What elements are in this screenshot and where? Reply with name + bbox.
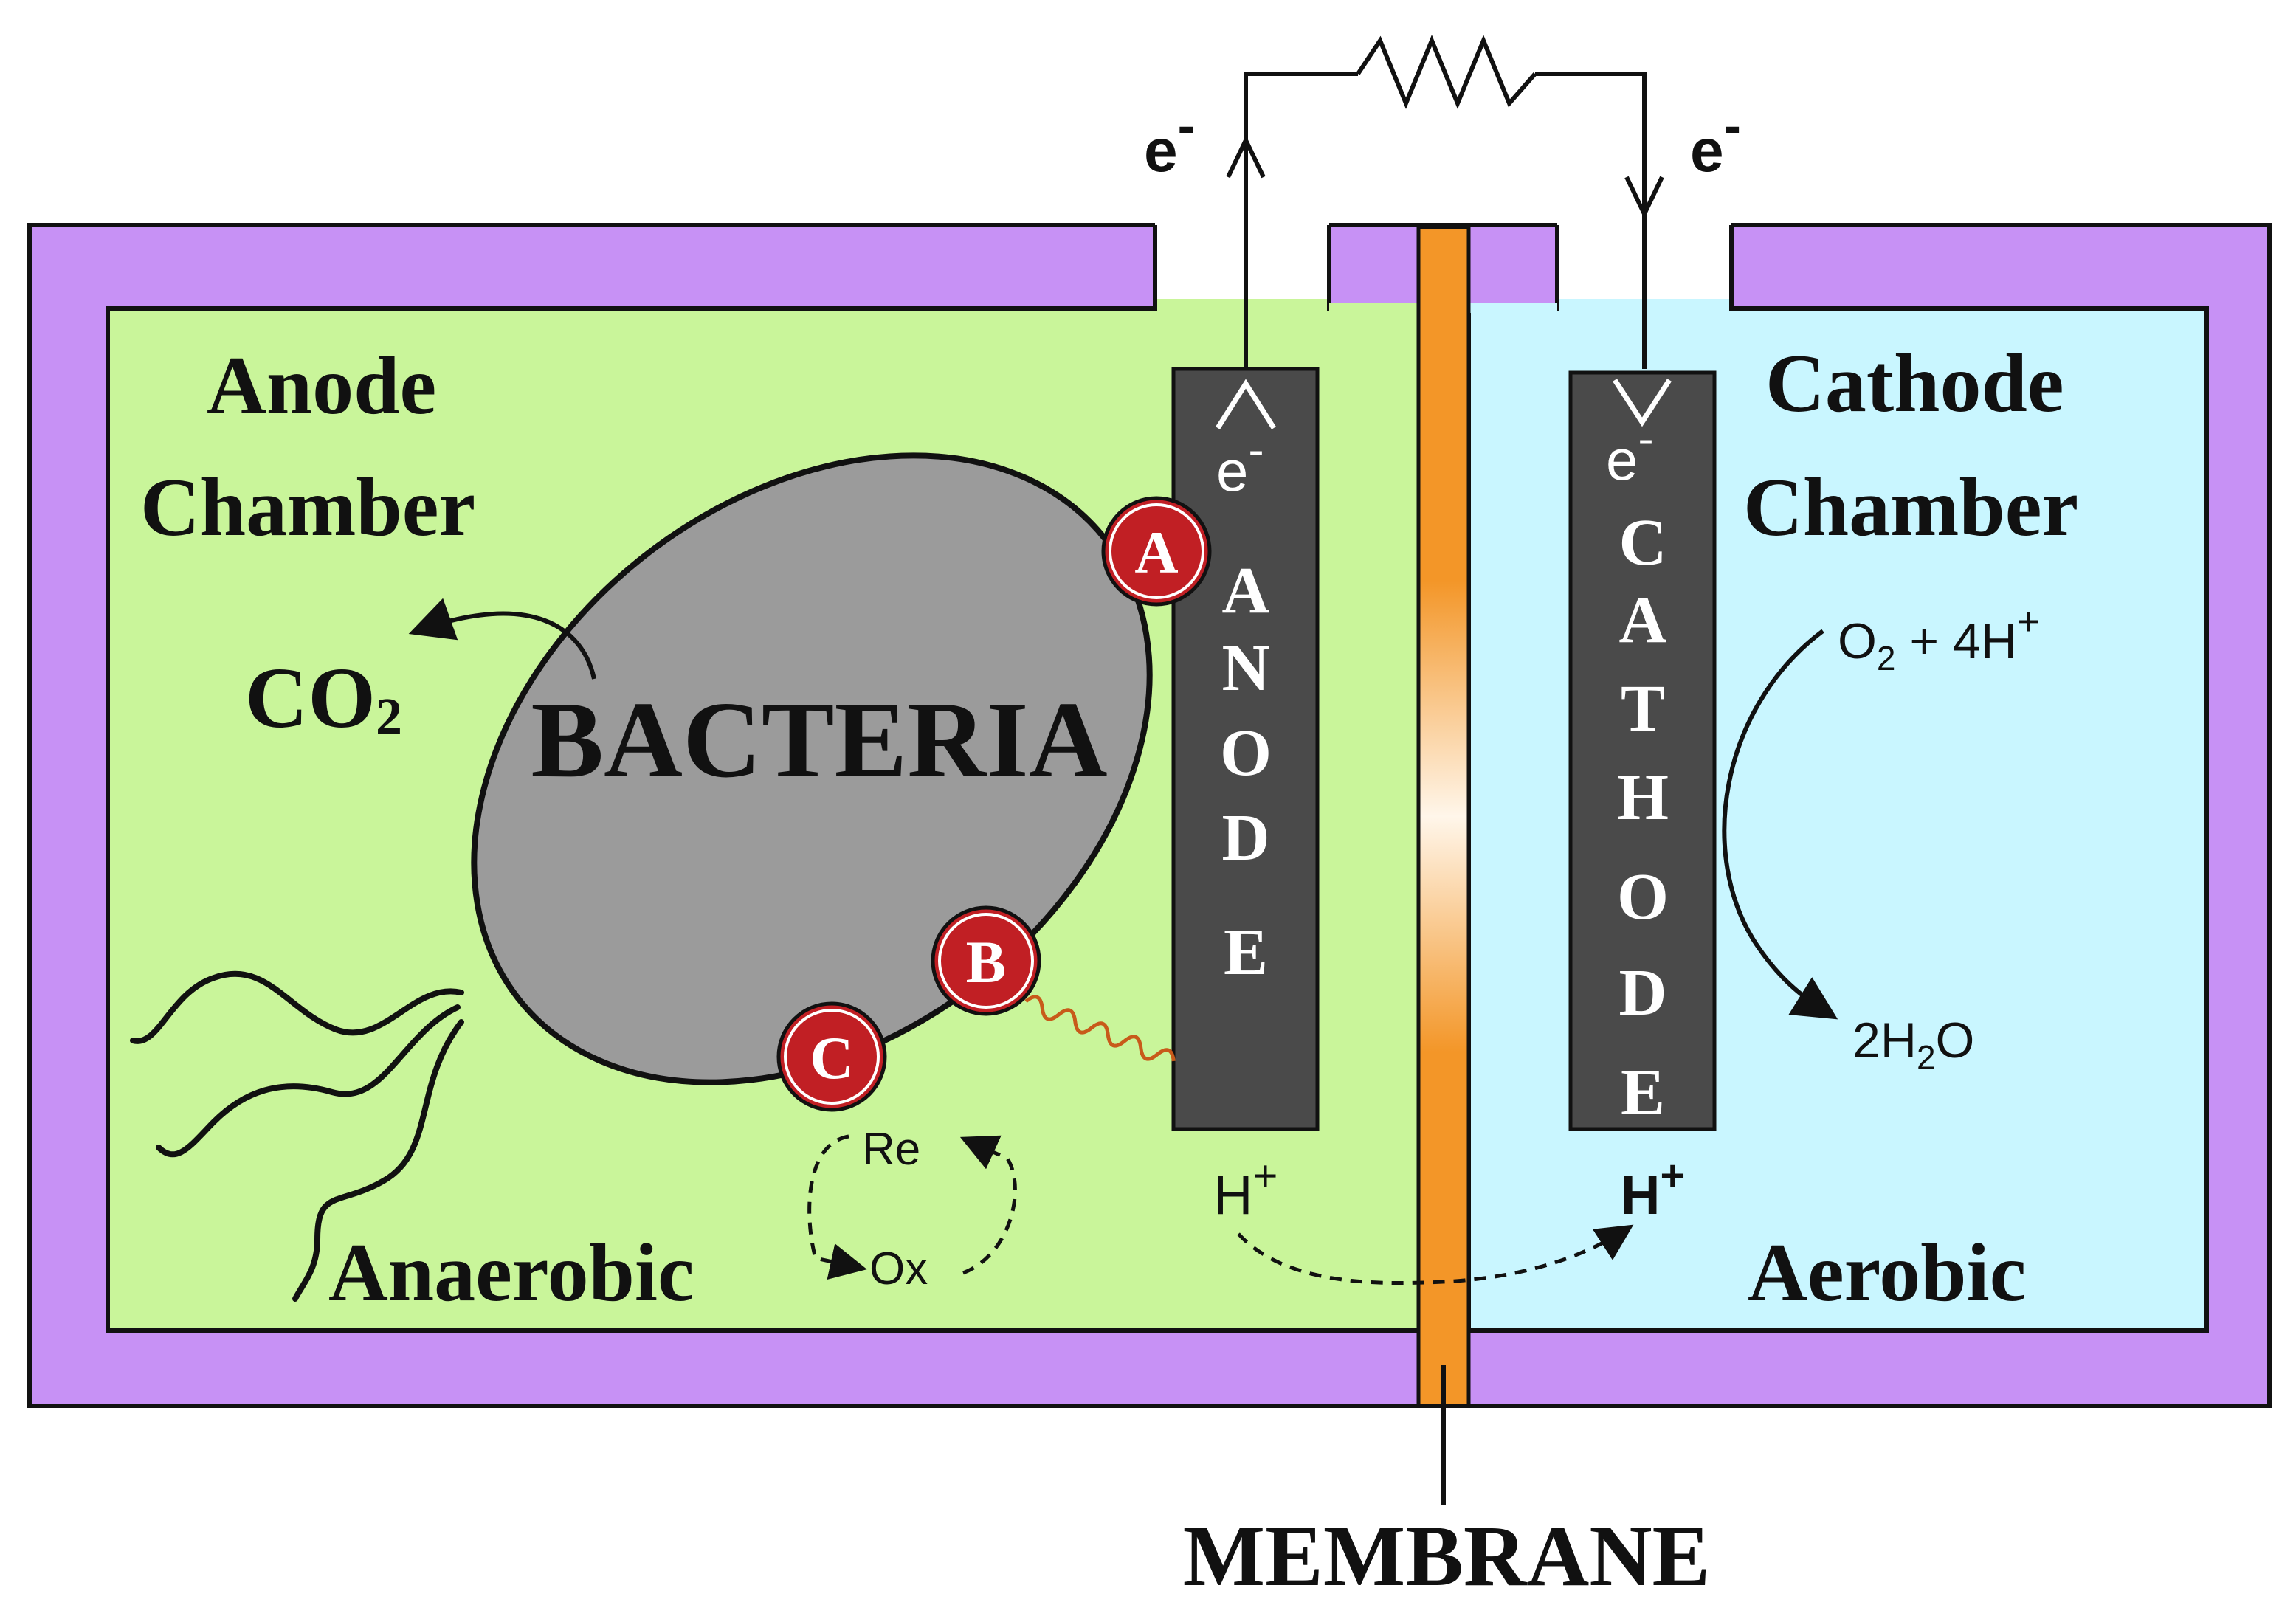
proton-transport-arrow-icon	[1237, 1224, 1634, 1285]
mechanism-badge-a: A	[1101, 496, 1212, 607]
anode-letter: D	[1222, 801, 1270, 874]
bacteria-label: BACTERIA	[531, 680, 1107, 801]
svg-text:B: B	[966, 928, 1007, 995]
reduction-arrow-icon	[1722, 629, 1838, 1020]
membrane-label: MEMBRANE	[1183, 1508, 1711, 1604]
anode-chamber-title: Anode Chamber	[140, 340, 475, 553]
redox-arrow-right-icon	[959, 1135, 1017, 1275]
cathode-electron-label: e-	[1606, 412, 1654, 492]
cathode-letter: E	[1621, 1056, 1665, 1129]
anode-letter: N	[1222, 632, 1270, 705]
anode-letter: O	[1220, 717, 1272, 790]
mechanism-badge-c: C	[776, 1001, 887, 1112]
anode-letter: E	[1224, 916, 1268, 989]
redox-arrow-left-icon	[807, 1134, 867, 1280]
oxygen-reactant-label: O2 + 4H+	[1838, 599, 2040, 677]
membrane	[1416, 225, 1471, 1408]
wire-down-arrow-icon	[1624, 176, 1664, 219]
electron-label-cathode-wire: e-	[1690, 97, 1741, 184]
proton-label-cathode: H+	[1621, 1152, 1685, 1226]
cathode-letter: O	[1617, 860, 1669, 933]
co2-label: CO2	[245, 649, 402, 746]
redox-cycle: Re Ox	[807, 1124, 1017, 1294]
proton-label-anode: H+	[1213, 1152, 1278, 1226]
flagella	[130, 970, 464, 1302]
anode-letter: A	[1222, 554, 1270, 627]
mechanism-badge-b: B	[931, 905, 1041, 1016]
cathode-electrode	[1568, 370, 1717, 1131]
external-circuit	[1244, 35, 1647, 369]
cathode-letter: D	[1619, 956, 1667, 1029]
ox-label: Ox	[869, 1243, 928, 1294]
svg-text:C: C	[810, 1024, 853, 1091]
cathode-letter: H	[1617, 761, 1669, 834]
anaerobic-label: Anaerobic	[328, 1227, 694, 1319]
cathode-letter: A	[1619, 584, 1667, 657]
cathode-letter: T	[1621, 672, 1665, 745]
anode-up-arrow-icon	[1216, 379, 1276, 429]
cathode-vertical-label: C A T H O D E	[1617, 506, 1669, 1129]
resistor-icon	[1356, 35, 1537, 109]
cathode-down-arrow-icon	[1613, 379, 1672, 427]
water-product-label: 2H2O	[1852, 1012, 1974, 1077]
cathode-letter: C	[1619, 506, 1667, 579]
co2-arrow-icon	[408, 598, 596, 680]
anode-electron-label: e-	[1216, 423, 1264, 503]
aerobic-label: Aerobic	[1748, 1227, 2026, 1319]
electron-label-anode-wire: e-	[1144, 97, 1195, 184]
re-label: Re	[862, 1124, 920, 1175]
wall-opening-left	[1155, 220, 1329, 308]
anode-electrode	[1171, 367, 1320, 1131]
svg-text:A: A	[1134, 519, 1178, 586]
cathode-chamber-title: Cathode Chamber	[1743, 338, 2084, 553]
wire-up-arrow-icon	[1226, 135, 1266, 179]
nanowire	[1024, 995, 1176, 1062]
anode-vertical-label: A N O D E	[1220, 554, 1272, 989]
